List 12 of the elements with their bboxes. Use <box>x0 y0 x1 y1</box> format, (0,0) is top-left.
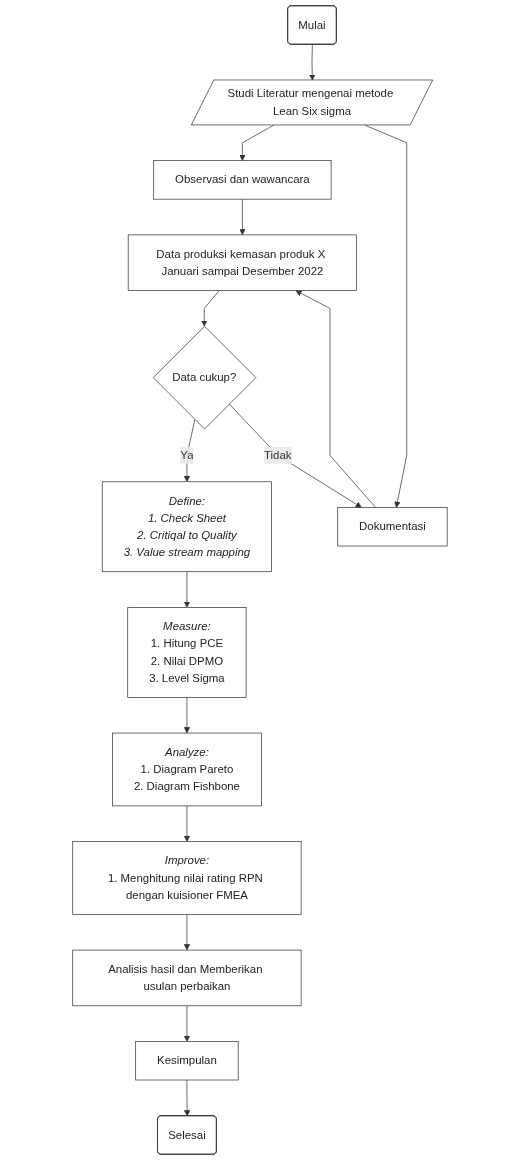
node-diamond: Data cukup? <box>152 325 256 430</box>
node-box: Observasi dan wawancara <box>152 160 331 200</box>
node-box: Data produksi kemasan produk X Januari sampai Desember 2022 <box>127 234 357 291</box>
node-box: Dokumentasi <box>336 507 448 547</box>
node-box: Analyze: 1. Diagram Pareto 2. Diagram Fishbone <box>111 732 262 807</box>
node-box: Measure: 1. Hitung PCE 2. Nilai DPMO 3. Level Sigma <box>126 607 247 698</box>
node-box: Analisis hasil dan Memberikan usulan perbaikan <box>71 949 302 1007</box>
node-box: Kesimpulan <box>134 1041 239 1081</box>
node-box: Improve: 1. Menghitung nilai rating RPN dengan kuisioner FMEA <box>71 841 302 915</box>
edge-label: Ya <box>179 448 194 462</box>
edge-label: Tidak <box>263 448 292 462</box>
node-box: Define: 1. Check Sheet 2. Critiqal to Quality 3. Value stream mapping <box>101 481 272 573</box>
